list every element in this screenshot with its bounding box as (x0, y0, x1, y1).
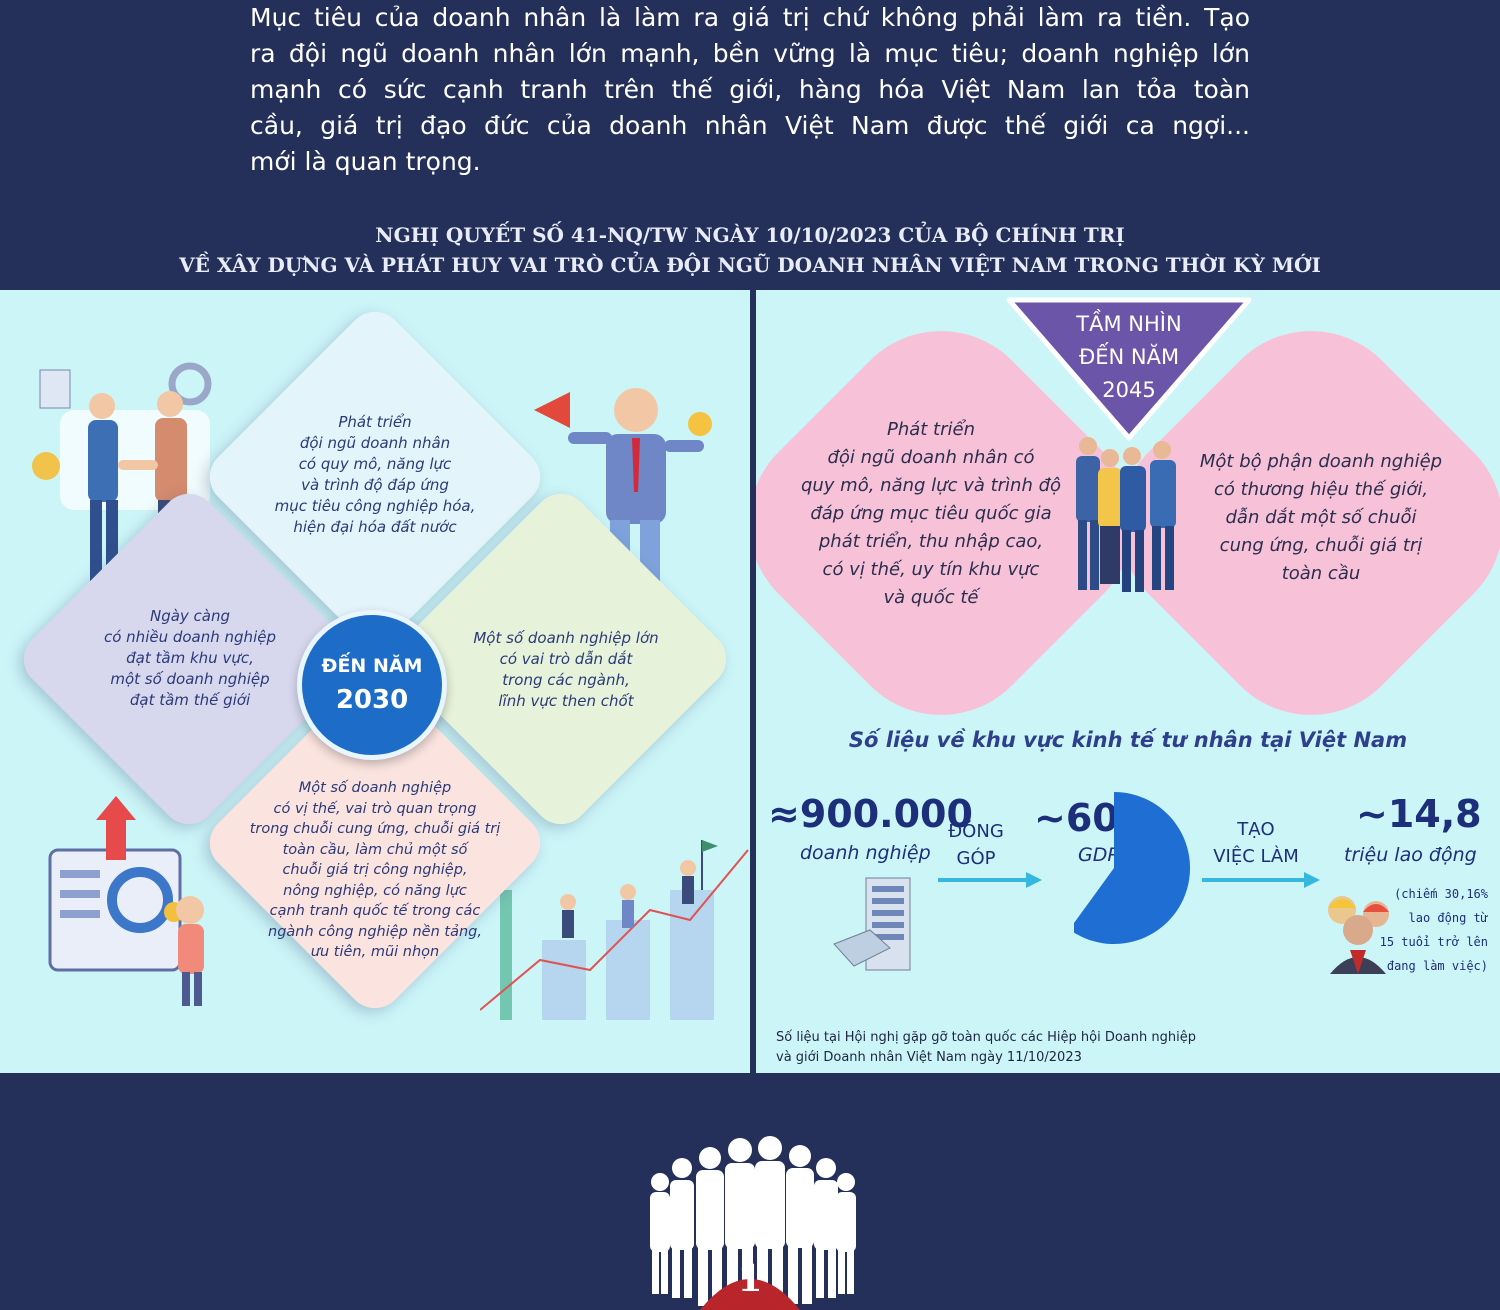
intro-line: ra đội ngũ doanh nhân lớn mạnh, bền vững… (250, 39, 1250, 68)
handshake-illustration (32, 362, 212, 592)
workers-icon (1328, 896, 1389, 974)
goal-text-left: Ngày càng có nhiều doanh nghiệp đạt tầm … (103, 607, 276, 709)
workers-value: ~14,8 (1356, 792, 1482, 836)
target-year-label: ĐẾN NĂM (321, 655, 423, 677)
intro-line: mới là quan trọng. (250, 147, 481, 176)
workers-note: (chiếm 30,16% lao động từ 15 tuổi trở lê… (1379, 887, 1488, 973)
vision-text-left: Phát triển đội ngũ doanh nhân có quy mô,… (800, 419, 1062, 608)
business-team-illustration (1076, 437, 1176, 592)
vision-2045-panel: TẦM NHÌN ĐẾN NĂM 2045 Phát triển đội ngũ… (756, 290, 1500, 1073)
vision-text-right: Một bộ phận doanh nghiệp có thương hiệu … (1199, 451, 1443, 584)
intro-paragraph: Mục tiêu của doanh nhân là làm ra giá tr… (250, 0, 1250, 180)
resolution-heading: NGHỊ QUYẾT SỐ 41-NQ/TW NGÀY 10/10/2023 C… (0, 220, 1500, 280)
page-number: 1 (737, 1258, 763, 1300)
contribute-label: ĐÓNG GÓP (948, 821, 1004, 869)
gdp-share-value: ~60% (1034, 796, 1137, 840)
gdp-share-pie (1074, 792, 1190, 944)
growth-steps-illustration (480, 840, 749, 1020)
jobs-label: TẠO VIỆC LÀM (1213, 819, 1299, 867)
intro-line: mạnh có sức cạnh tranh trên thế giới, hà… (250, 75, 1250, 104)
page-number-badge (700, 1279, 800, 1310)
intro-line: cầu, giá trị đạo đức của doanh nhân Việt… (250, 111, 1250, 140)
megaphone-man-illustration (534, 388, 712, 610)
resolution-line-1: NGHỊ QUYẾT SỐ 41-NQ/TW NGÀY 10/10/2023 C… (375, 223, 1125, 247)
arrow-right-icon (1202, 872, 1320, 888)
goal-text-bottom: Một số doanh nghiệp có vị thế, vai trò q… (249, 780, 501, 960)
gdp-share-slice (1074, 792, 1190, 944)
target-year-circle: ĐẾN NĂM 2030 (297, 610, 447, 760)
vision-banner (1006, 297, 1252, 441)
building-icon (833, 877, 911, 971)
business-silhouette-group (650, 1136, 856, 1307)
enterprises-label: doanh nghiệp (800, 842, 931, 864)
source-note: Số liệu tại Hội nghị gặp gỡ toàn quốc cá… (776, 1030, 1196, 1065)
stats-title: Số liệu về khu vực kinh tế tư nhân tại V… (848, 728, 1408, 752)
goal-text-top: Phát triển đội ngũ doanh nhân có quy mô,… (274, 413, 476, 536)
gdp-label: GDP (1078, 844, 1119, 866)
resolution-line-2: VỀ XÂY DỰNG VÀ PHÁT HUY VAI TRÒ CỦA ĐỘI … (179, 253, 1321, 277)
goal-text-right: Một số doanh nghiệp lớn có vai trò dẫn d… (473, 629, 659, 710)
workers-label: triệu lao động (1344, 844, 1477, 866)
intro-line: Mục tiêu của doanh nhân là làm ra giá tr… (250, 3, 1250, 32)
vision-title: TẦM NHÌN ĐẾN NĂM 2045 (1076, 312, 1182, 402)
target-year-value: 2030 (335, 685, 409, 715)
enterprises-value: ≈900.000 (768, 792, 973, 836)
analytics-illustration (48, 796, 204, 1006)
arrow-right-icon (938, 872, 1042, 888)
goals-2030-panel: Phát triển đội ngũ doanh nhân có quy mô,… (0, 290, 750, 1073)
